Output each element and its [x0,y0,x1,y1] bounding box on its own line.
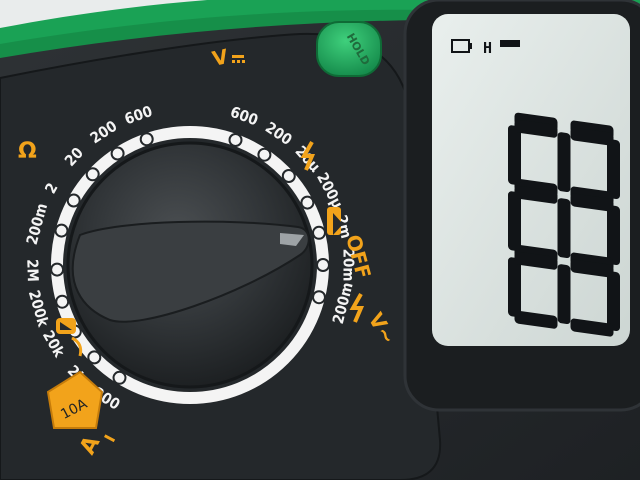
lcd-reading [508,112,620,337]
high-voltage-icon-dc [300,141,316,171]
rotary-selector-knob[interactable] [66,141,314,389]
battery-terminal [469,43,472,49]
resistance-label: Ω [18,139,37,164]
dial-dot [139,132,154,147]
hold-indicator: H [483,39,492,57]
lcd-segment [514,310,558,329]
diode-icon [60,322,72,330]
dial-dot [87,350,102,365]
dial-position-dots [50,132,330,385]
dial-dot [228,133,243,147]
high-voltage-icon-ac [349,293,365,323]
lcd-digit [508,251,620,337]
dial-dot [312,225,326,240]
lcd-segment [508,257,521,318]
dial-dot [50,262,65,277]
hold-button-cap[interactable] [316,21,382,77]
dial-dot [112,370,127,385]
beeper-icon [71,336,83,357]
dial-dot [257,147,272,162]
lcd-segment [570,127,614,146]
knob-pointer [280,233,304,246]
lcd-segment [607,205,620,265]
off-marker [327,207,343,235]
dial-dot [85,167,100,182]
dial-tick-label: 2M [23,259,42,282]
dial-dot [281,169,296,183]
off-marker-notch [333,213,343,235]
dial-dot [300,195,315,210]
minus-sign [500,40,520,47]
dial-dot [316,258,330,272]
lcd-segment [557,264,571,325]
lcd-segment [607,139,620,199]
continuity-marker [56,318,83,357]
dial-tick-label: 20m [340,249,358,282]
ten-amp-badge: 10A [46,370,104,429]
lcd-segment [514,185,558,204]
lcd-indicators: H [451,39,520,57]
dc-voltage-line [232,55,244,58]
lcd-screen [432,14,630,346]
dial-dot [66,193,81,208]
lcd-segment [514,119,558,138]
lcd-segment [570,318,614,337]
lcd-segment [570,193,614,212]
dial-dot [312,290,326,305]
lcd-segment [514,251,558,270]
lcd-segment [557,198,571,259]
knob-grip[interactable] [71,220,310,323]
ten-amp-badge-shape [46,370,104,429]
lcd-segment [557,132,571,193]
dial-dot [54,223,69,238]
dial-dot [55,294,70,309]
dc-voltage-label: V [210,44,231,71]
dial-dot [110,146,125,161]
hold-button[interactable]: HOLD [316,21,382,77]
lcd-segment [508,191,521,252]
lcd-segment [607,271,620,331]
lcd-segment [508,125,521,186]
lcd-segment [570,259,614,278]
